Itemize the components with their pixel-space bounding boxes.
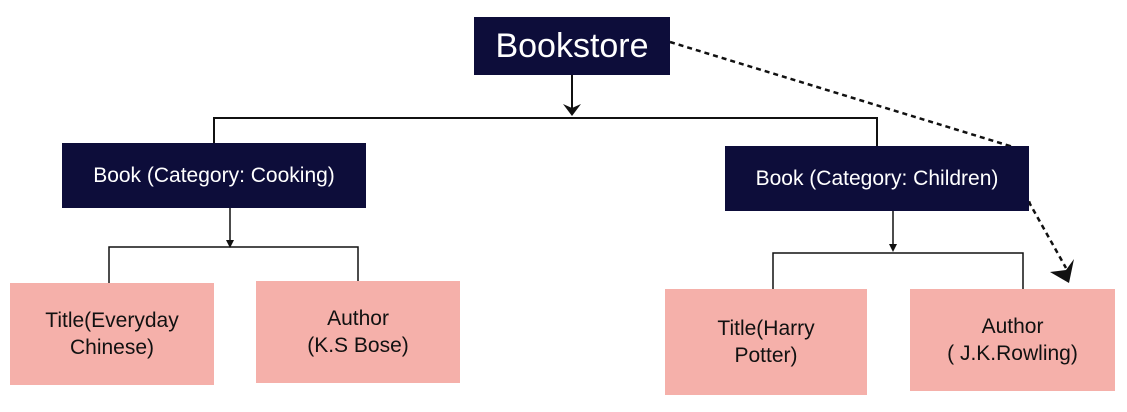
leaf-node-author-children: Author ( J.K.Rowling) (910, 289, 1115, 391)
leaf-node-line: Chinese) (69, 336, 155, 359)
dotted-path-arrowhead (1050, 259, 1074, 283)
category-node-children: Book (Category: Children) (725, 146, 1029, 211)
leaf-node-line: Author (981, 314, 1044, 338)
category-bracket (213, 117, 878, 146)
root-node-label: Bookstore (495, 26, 649, 65)
dotted-traversal-path (669, 40, 1068, 269)
leaf-node-line: Title(Harry (717, 316, 815, 340)
leaf-node-line: Author (327, 306, 389, 330)
leaf-node-line: Title(Everyday (45, 308, 179, 332)
leaf-node-line: Potter) (734, 344, 798, 367)
category-node-cooking: Book (Category: Cooking) (62, 143, 366, 208)
root-node-bookstore: Bookstore (474, 17, 670, 75)
leaf-node-title-cooking: Title(Everyday Chinese) (10, 283, 214, 385)
children-arrowhead (889, 244, 897, 252)
leaf-node-line: ( J.K.Rowling) (947, 342, 1078, 365)
category-node-label: Book (Category: Children) (755, 166, 999, 190)
leaf-node-author-cooking: Author (K.S Bose) (256, 281, 460, 383)
root-arrowhead (563, 104, 581, 116)
category-node-label: Book (Category: Cooking) (93, 163, 335, 187)
children-leaf-bracket (772, 252, 1024, 289)
leaf-node-line: (K.S Bose) (307, 334, 409, 357)
cooking-arrowhead (226, 240, 234, 248)
leaf-node-title-children: Title(Harry Potter) (665, 289, 867, 395)
cooking-leaf-bracket (108, 246, 359, 283)
